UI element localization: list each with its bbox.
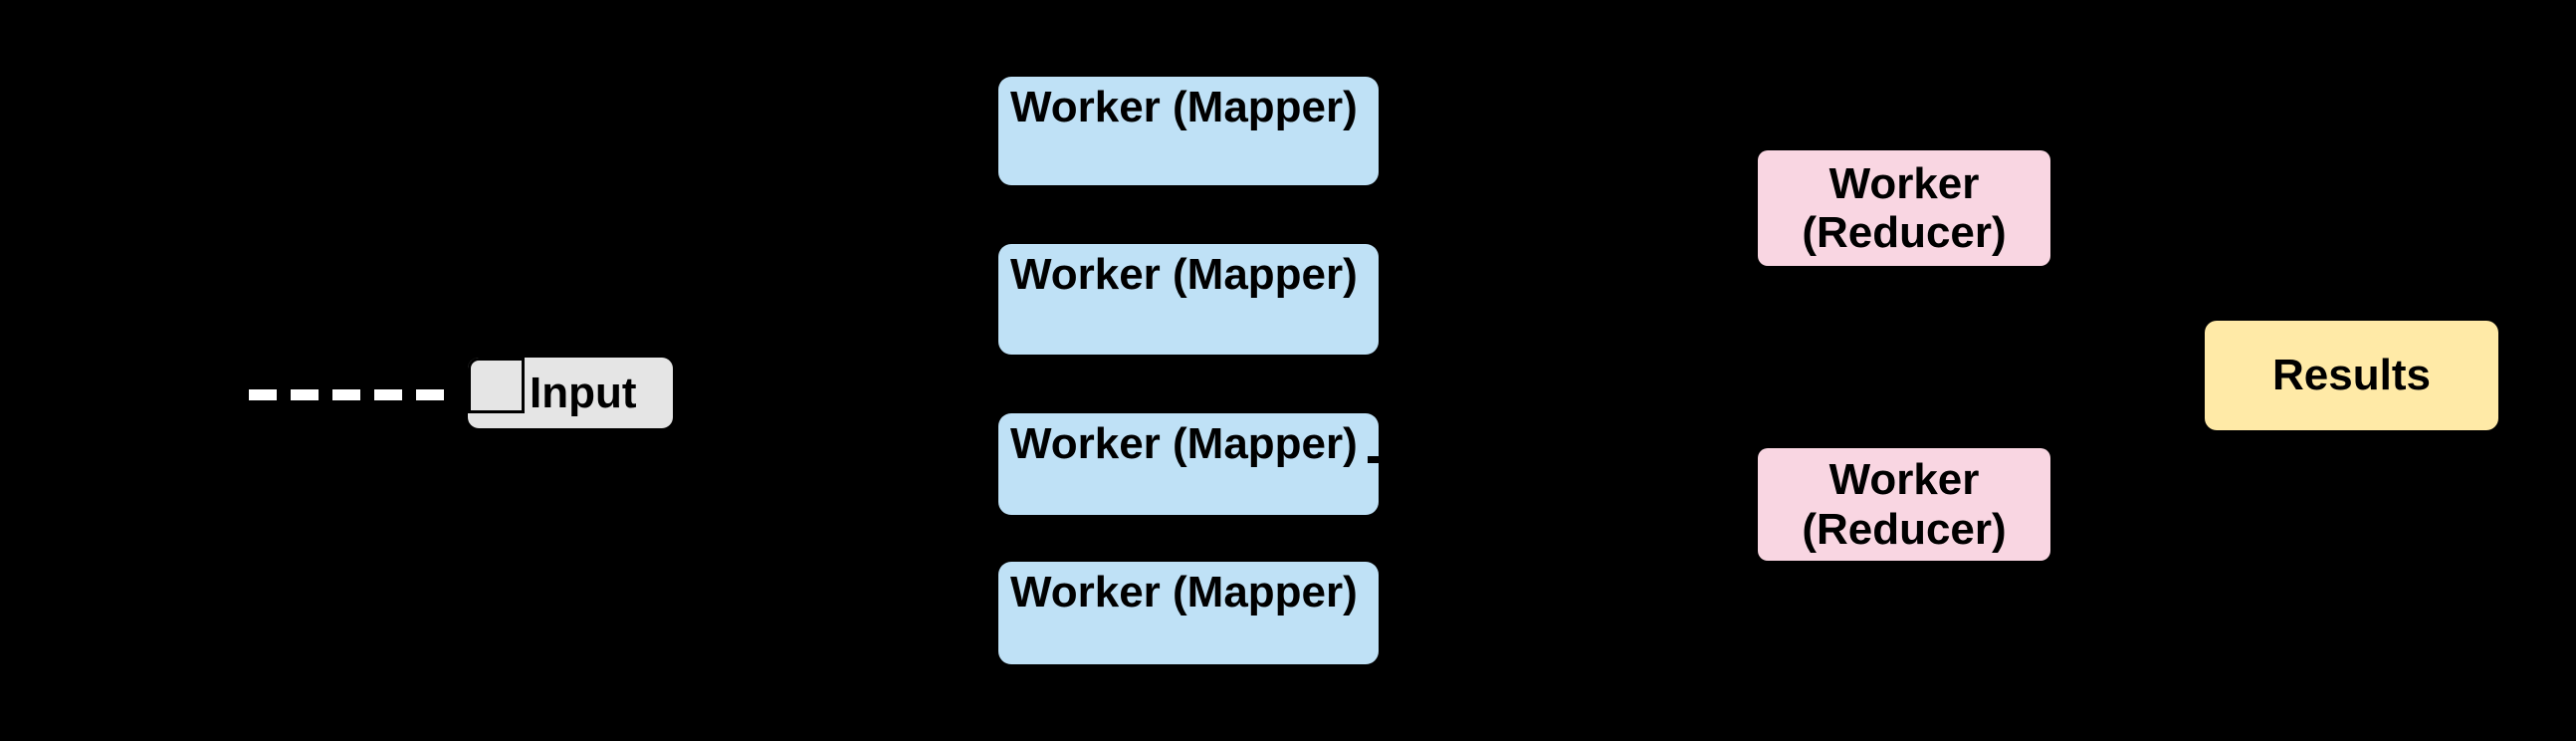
node-worker-mapper-4: Worker (Mapper): [998, 562, 1379, 664]
arrow-stub-mark: [1368, 456, 1381, 463]
mapper-2-label: Worker (Mapper): [1010, 250, 1358, 299]
node-input: Input: [468, 358, 673, 428]
node-worker-reducer-2: Worker (Reducer): [1758, 448, 2050, 561]
input-corner-rect: [468, 358, 525, 413]
reducer-2-label: Worker (Reducer): [1802, 455, 2007, 554]
node-worker-mapper-3: Worker (Mapper): [998, 413, 1379, 515]
node-worker-mapper-1: Worker (Mapper): [998, 77, 1379, 185]
mapper-3-label: Worker (Mapper): [1010, 419, 1358, 468]
node-worker-mapper-2: Worker (Mapper): [998, 244, 1379, 355]
input-dashed-connector: [249, 389, 455, 400]
mapper-1-label: Worker (Mapper): [1010, 83, 1358, 131]
mapper-4-label: Worker (Mapper): [1010, 568, 1358, 617]
node-results: Results: [2205, 321, 2498, 430]
reducer-1-label: Worker (Reducer): [1802, 158, 2007, 257]
node-worker-reducer-1: Worker (Reducer): [1758, 150, 2050, 266]
results-label: Results: [2272, 351, 2431, 399]
input-label: Input: [530, 368, 637, 417]
